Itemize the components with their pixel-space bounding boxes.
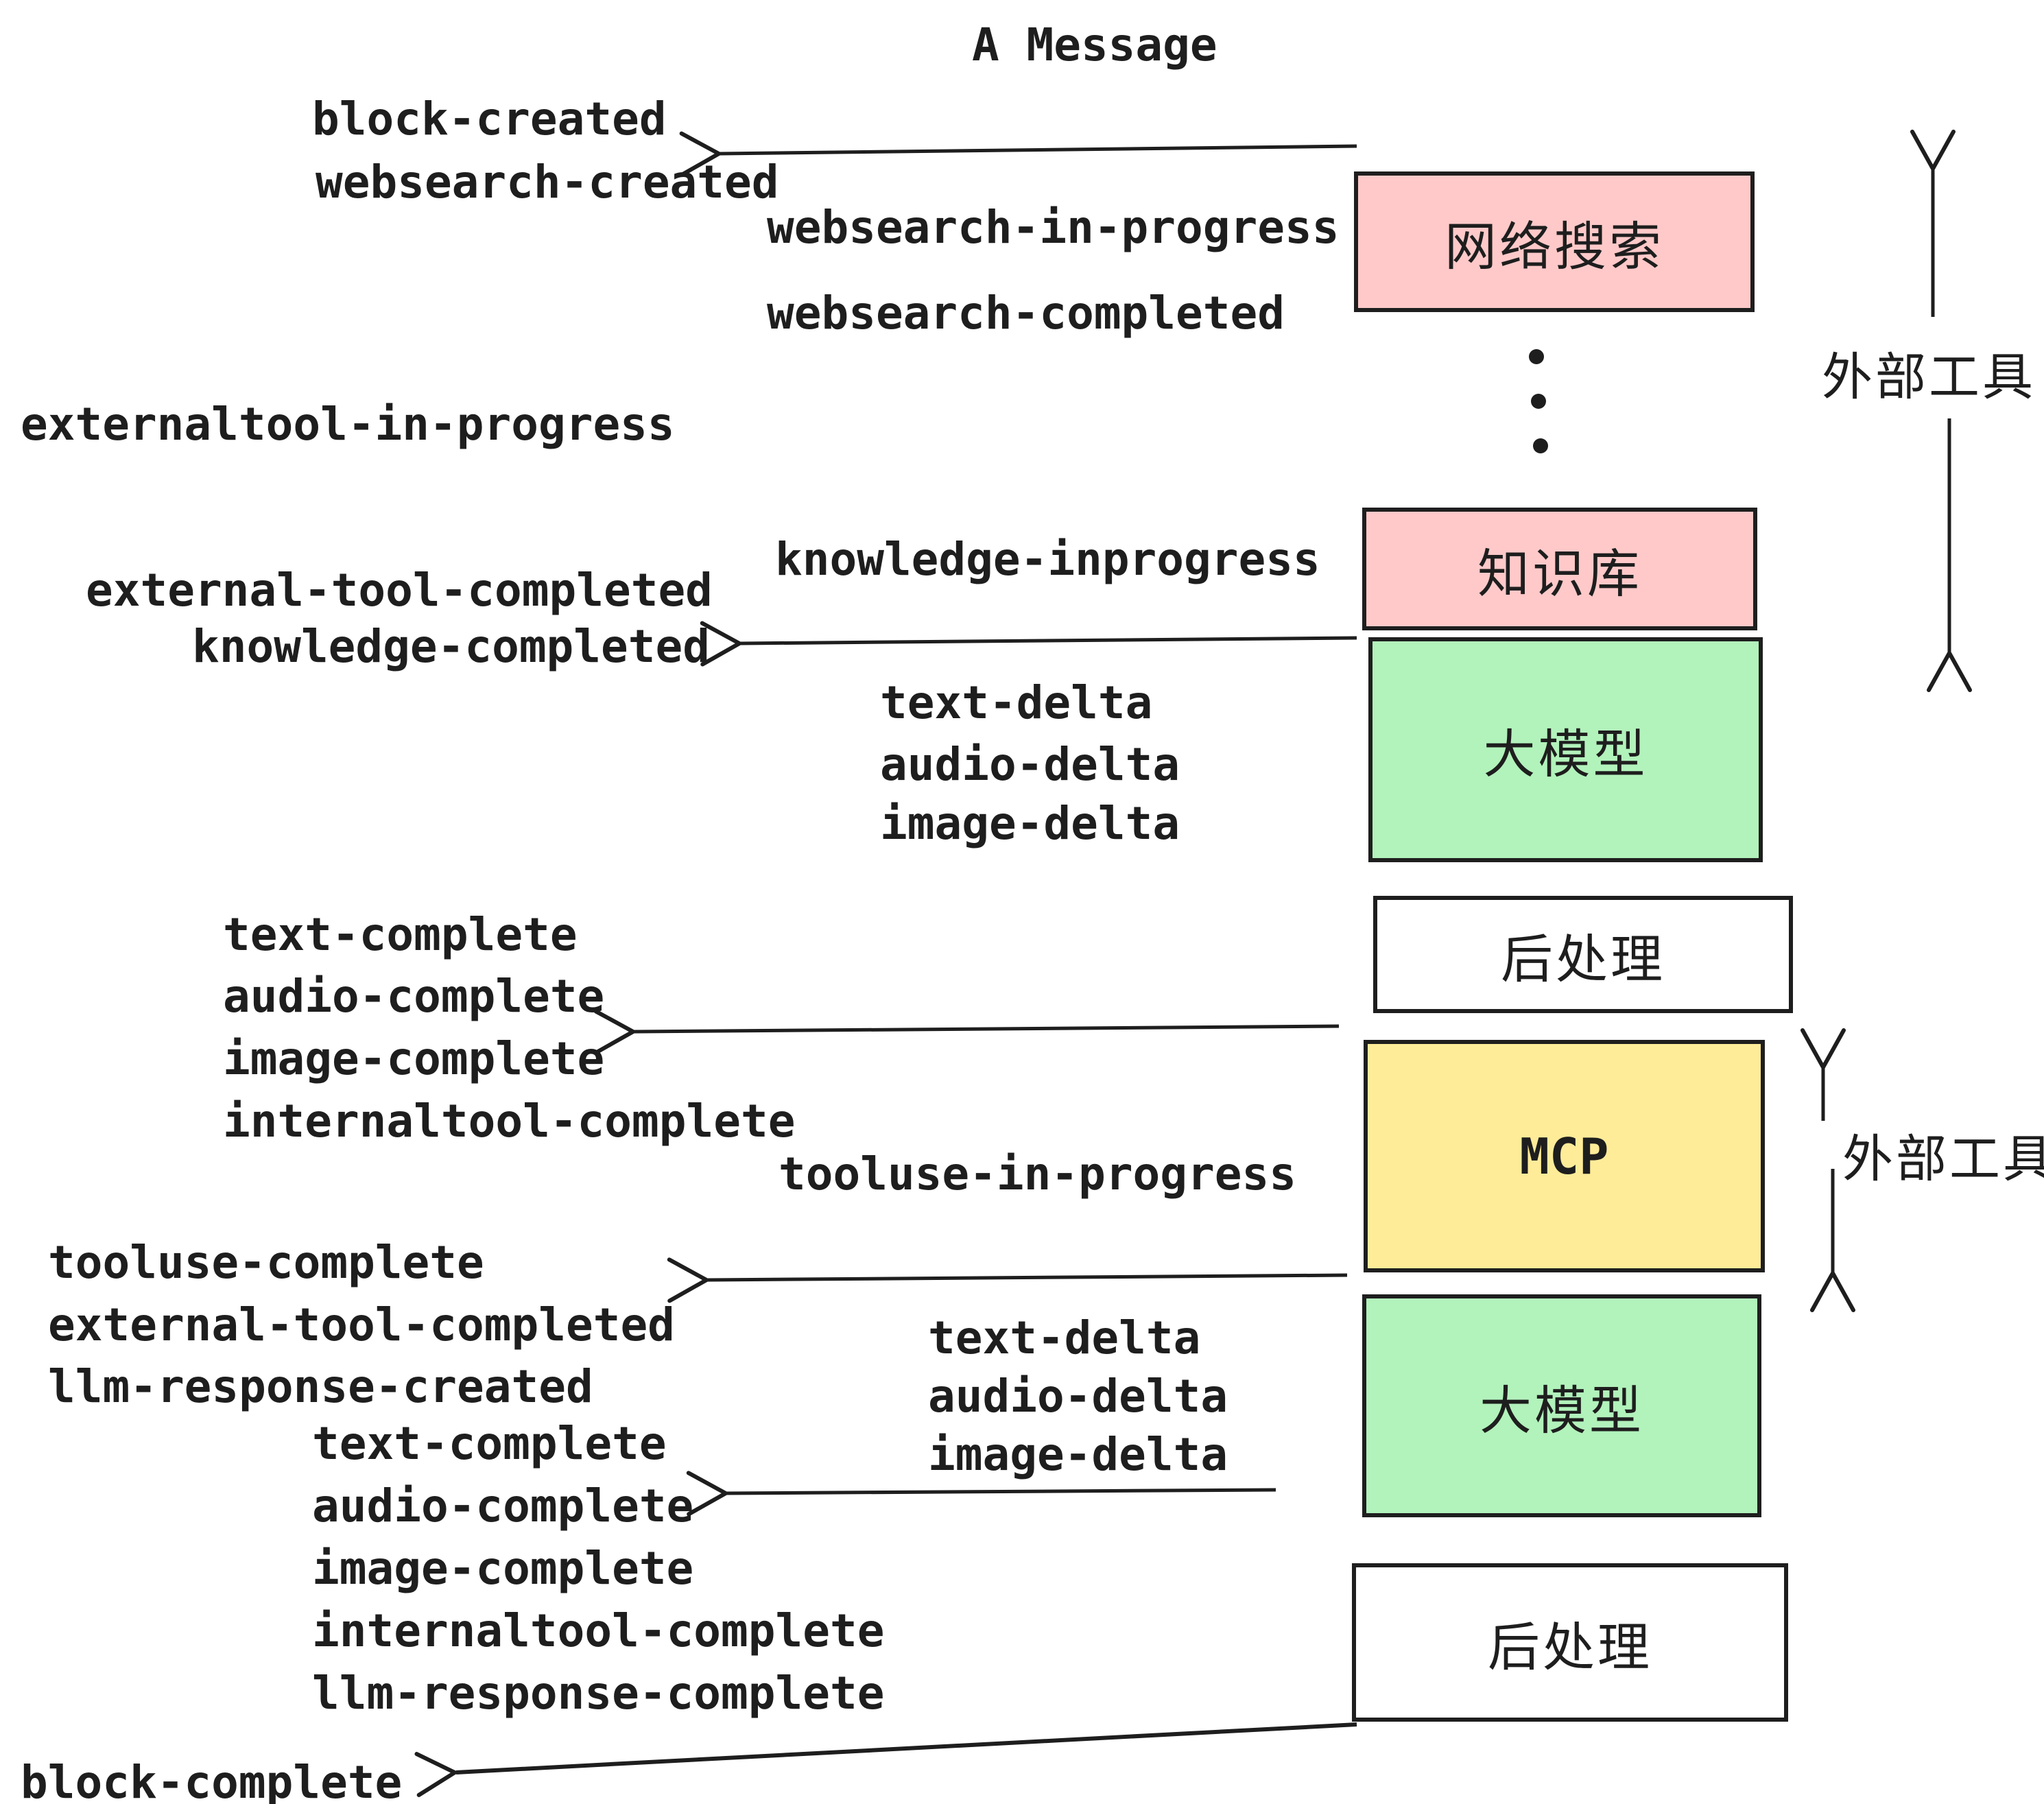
event-external-tool-completed-2: external-tool-completed <box>48 1298 675 1351</box>
ellipsis-dot <box>1531 394 1546 409</box>
event-image-delta-2: image-delta <box>928 1428 1228 1481</box>
event-text-complete-1: text-complete <box>223 908 578 961</box>
box-websearch: 网络搜索 <box>1354 171 1755 312</box>
ellipsis-dot <box>1529 349 1544 364</box>
box-websearch-label: 网络搜索 <box>1445 215 1664 277</box>
arrow-tooluse-complete <box>667 1257 1348 1303</box>
box-knowledge: 知识库 <box>1362 508 1757 630</box>
box-postprocess-2: 后处理 <box>1352 1563 1788 1722</box>
arrow-internal-complete <box>593 1009 1340 1055</box>
event-image-complete-2: image-complete <box>312 1542 694 1595</box>
event-externaltool-in-progress: externaltool-in-progress <box>21 398 675 451</box>
event-websearch-created: websearch-created <box>316 156 779 209</box>
box-mcp: MCP <box>1364 1040 1765 1272</box>
event-knowledge-inprogress: knowledge-inprogress <box>775 533 1320 586</box>
event-audio-delta-2: audio-delta <box>928 1370 1228 1423</box>
event-audio-delta-1: audio-delta <box>880 738 1180 791</box>
arrow-audio-complete <box>686 1471 1276 1517</box>
event-llm-response-complete: llm-response-complete <box>312 1667 885 1720</box>
box-llm-2: 大模型 <box>1362 1294 1761 1517</box>
arrow-block-websearch-created <box>679 131 1357 177</box>
ellipsis-dot <box>1533 438 1548 453</box>
event-tooluse-in-progress: tooluse-in-progress <box>779 1148 1296 1200</box>
event-knowledge-completed: knowledge-completed <box>192 620 710 673</box>
event-internaltool-complete-1: internaltool-complete <box>223 1095 796 1148</box>
event-text-delta-2: text-delta <box>928 1312 1201 1364</box>
event-block-created: block-created <box>312 93 667 145</box>
external-tools-label-1: 外部工具 <box>1822 348 2036 407</box>
event-text-complete-2: text-complete <box>312 1417 667 1470</box>
event-audio-complete-2: audio-complete <box>312 1480 694 1532</box>
box-llm-1: 大模型 <box>1368 637 1763 862</box>
event-block-complete: block-complete <box>21 1756 403 1804</box>
event-llm-response-created: llm-response-created <box>48 1360 593 1413</box>
event-image-complete-1: image-complete <box>223 1032 605 1085</box>
event-text-delta-1: text-delta <box>880 676 1153 729</box>
event-image-delta-1: image-delta <box>880 797 1180 850</box>
event-external-tool-completed-1: external-tool-completed <box>86 564 713 617</box>
event-tooluse-complete: tooluse-complete <box>48 1236 484 1289</box>
diagram-title: A Message <box>972 19 1217 71</box>
arrow-block-complete <box>414 1722 1357 1797</box>
box-postprocess-2-label: 后处理 <box>1488 1616 1652 1678</box>
box-mcp-label: MCP <box>1519 1127 1609 1185</box>
box-llm-2-label: 大模型 <box>1479 1379 1644 1441</box>
box-postprocess-1-label: 后处理 <box>1501 928 1665 990</box>
external-tools-label-2: 外部工具 <box>1842 1130 2044 1189</box>
box-postprocess-1: 后处理 <box>1373 896 1793 1013</box>
arrow-knowledge-completed <box>700 621 1357 667</box>
event-audio-complete-1: audio-complete <box>223 970 605 1023</box>
box-knowledge-label: 知识库 <box>1477 543 1642 604</box>
event-websearch-in-progress: websearch-in-progress <box>767 201 1340 254</box>
box-llm-1-label: 大模型 <box>1483 724 1648 785</box>
event-websearch-completed: websearch-completed <box>767 287 1285 340</box>
event-internaltool-complete-2: internaltool-complete <box>312 1604 885 1657</box>
